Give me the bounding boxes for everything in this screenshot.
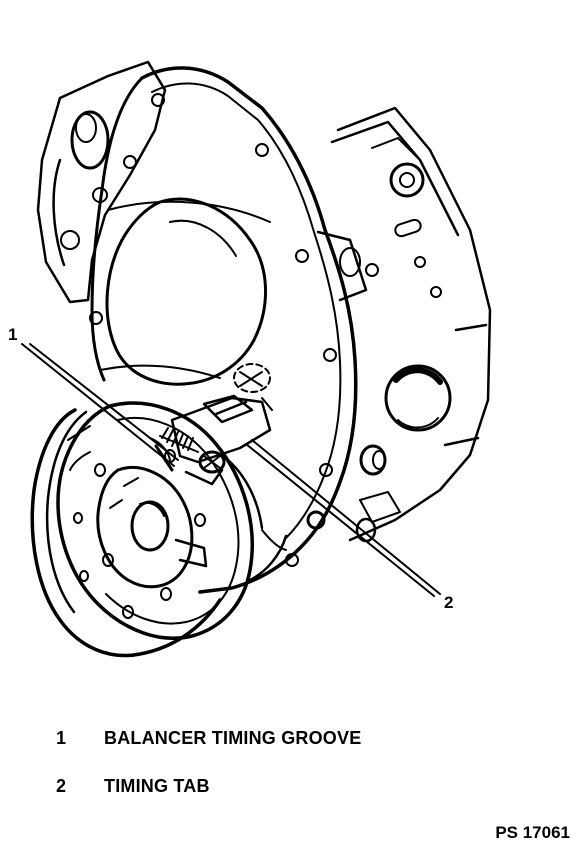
figure-id: PS 17061 <box>495 823 570 842</box>
legend-number: 2 <box>56 776 67 796</box>
callout-2-number: 2 <box>444 593 453 612</box>
harmonic-balancer <box>30 401 288 658</box>
front-cover <box>89 66 368 594</box>
callout-1-leader <box>21 343 175 467</box>
legend-label: TIMING TAB <box>104 776 210 796</box>
cover-opening <box>105 197 268 386</box>
callout-2-leader <box>251 439 441 595</box>
engine-timing-illustration: 1 2 <box>8 60 492 658</box>
gasket-flange <box>36 60 167 304</box>
leader-lines <box>21 343 441 597</box>
engine-block <box>330 106 492 543</box>
legend-item-1: 1 BALANCER TIMING GROOVE <box>0 728 576 752</box>
legend-number: 1 <box>56 728 67 748</box>
legend-label: BALANCER TIMING GROOVE <box>104 728 362 748</box>
legend-item-2: 2 TIMING TAB <box>0 776 576 800</box>
callout-1-number: 1 <box>8 325 17 344</box>
callout-1-leader-2 <box>29 343 179 461</box>
timing-tab <box>159 363 273 486</box>
callout-2-leader-2 <box>245 443 435 597</box>
